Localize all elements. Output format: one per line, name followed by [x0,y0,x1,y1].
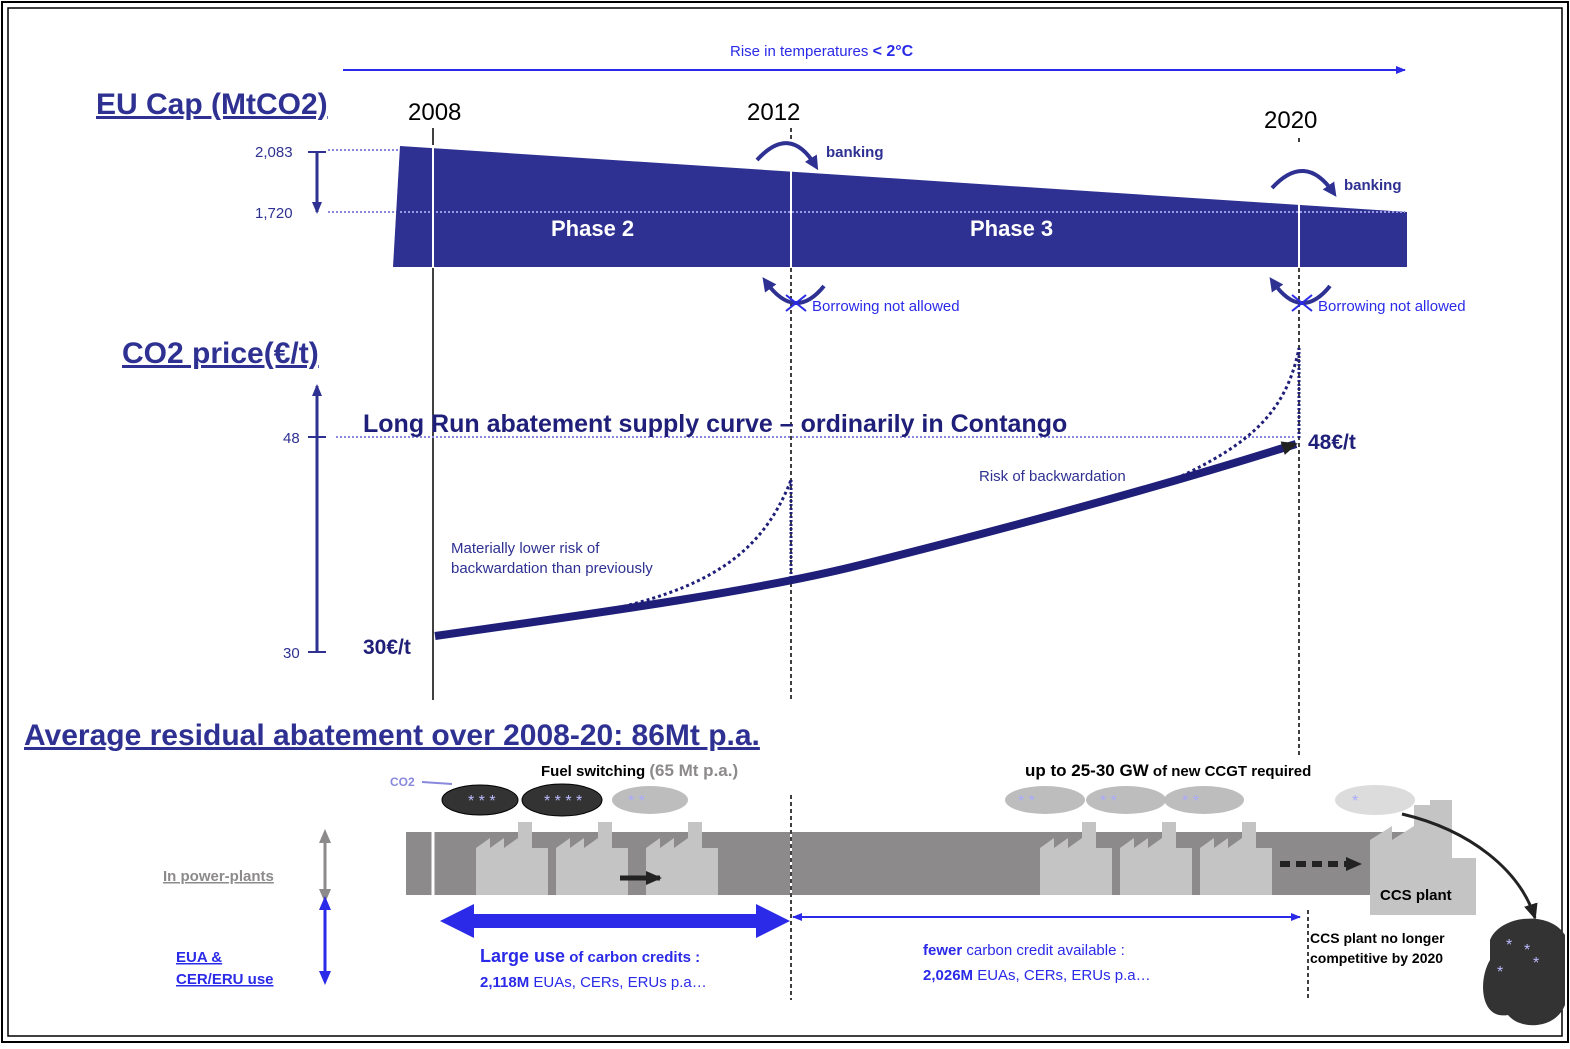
cap-low-label: 1,720 [255,205,293,222]
price-start-label: 30€/t [363,636,411,659]
factory-icon [1200,822,1272,895]
emission-cloud-light: * * [612,786,688,814]
svg-text:*: * [1497,964,1503,981]
price-end-label: 48€/t [1308,431,1356,454]
co2-pointer [421,781,453,785]
eua-label-line1: EUA & [176,949,222,966]
phase2-label: Phase 2 [551,216,634,241]
abatement-title: Average residual abatement over 2008-20:… [24,719,760,752]
svg-text:*: * [1524,942,1530,959]
ccs-note-line1: CCS plant no longer [1310,930,1445,946]
emission-cloud-light: * * [1164,786,1244,814]
borrowing-label-2012: Borrowing not allowed [812,298,960,315]
svg-text:* *: * * [1018,793,1035,810]
co2-label: CO2 [390,775,415,789]
lower-risk-label-1: Materially lower risk of [451,540,600,557]
year-2020: 2020 [1264,107,1317,134]
co2-storage-blob: * * * * [1483,918,1565,1026]
power-plants-label: In power-plants [163,868,274,885]
banking-arrow-2020 [1270,169,1337,197]
backwardation-curve-2012 [599,479,793,614]
emission-cloud-light: * [1335,785,1415,815]
eua-label-line2: CER/ERU use [176,971,274,988]
supply-curve-label: Long Run abatement supply curve – ordina… [363,410,1067,438]
ccs-storage-arrow [1401,812,1538,920]
emission-cloud-light: * * [1005,786,1085,814]
fuel-switching-label: Fuel switching (65 Mt p.a.) [541,761,738,780]
risk-backwardation-label: Risk of backwardation [979,468,1126,485]
inner-border [7,7,1563,1037]
factory-icon [556,822,628,895]
large-use-double-arrow [440,904,790,938]
ccs-note-line2: competitive by 2020 [1310,950,1443,966]
fewer-credits-label: fewer carbon credit available : [923,942,1125,959]
factory-icon [476,822,548,895]
banking-label-2020: banking [1344,177,1402,194]
lower-risk-label-2: backwardation than previously [451,560,653,577]
svg-text:* * *: * * * [468,793,496,810]
banking-arrow-2012 [755,141,819,171]
banking-label-2012: banking [826,144,884,161]
borrowing-cross-2020b [1291,294,1313,312]
year-2012: 2012 [747,99,800,126]
borrowing-label-2020: Borrowing not allowed [1318,298,1466,315]
fewer-credits-amount: 2,026M EUAs, CERs, ERUs p.a… [923,967,1151,984]
emission-cloud-dark: * * * * [521,783,603,817]
svg-text:*: * [1352,793,1358,810]
borrowing-cross-2012b [785,294,807,312]
cap-title: EU Cap (MtCO2) [96,88,328,121]
cap-high-label: 2,083 [255,144,293,161]
svg-text:*: * [1533,955,1539,972]
factory-icon [1040,822,1112,895]
svg-text:* * * *: * * * * [544,793,582,810]
svg-text:* *: * * [1100,793,1117,810]
ccs-plant-label: CCS plant [1380,887,1452,904]
large-use-amount: 2,118M EUAs, CERs, ERUs p.a… [480,974,707,991]
cap-band [393,146,1407,267]
svg-text:* *: * * [1182,793,1199,810]
year-2008: 2008 [408,99,461,126]
factory-icon [1120,822,1192,895]
factory-icon [646,822,718,895]
svg-text:*: * [1506,937,1512,954]
temperature-label: Rise in temperatures < 2°C [730,43,914,60]
price-tick-30-label: 30 [283,645,300,662]
emission-cloud-dark: * * * [441,784,519,816]
emission-cloud-light: * * [1086,786,1166,814]
price-tick-48-label: 48 [283,430,300,447]
price-title: CO2 price(€/t) [122,337,319,370]
large-use-label: Large use of carbon credits : [480,946,700,966]
backwardation-curve-2020 [1159,347,1301,488]
phase3-label: Phase 3 [970,216,1053,241]
svg-text:* *: * * [628,793,645,810]
ccgt-label: up to 25-30 GW of new CCGT required [1025,761,1311,780]
